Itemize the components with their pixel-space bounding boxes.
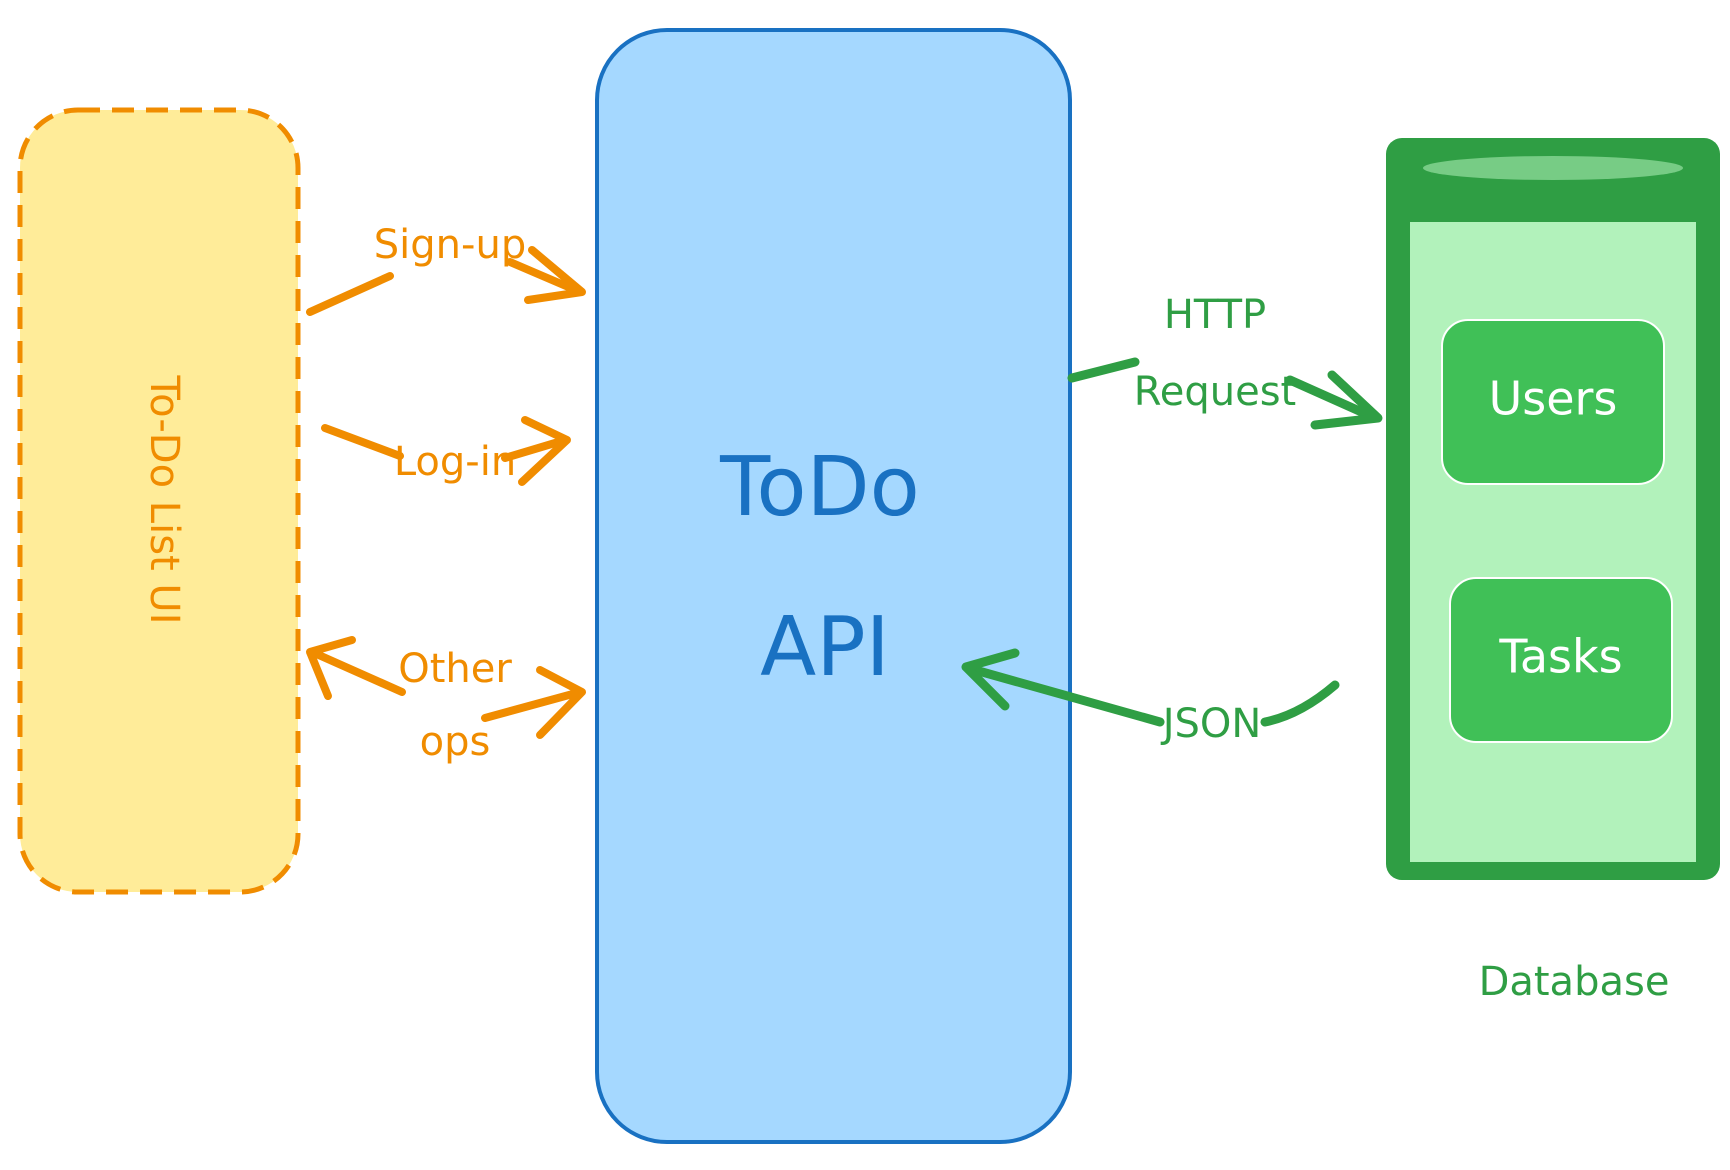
json-label: JSON: [1160, 701, 1262, 747]
otherops-arrow: [306, 636, 586, 739]
database-inner: [1410, 222, 1696, 862]
database-table-users-label: Users: [1489, 372, 1618, 426]
database-top-rim: [1423, 156, 1683, 180]
http-request-arrow: [1067, 357, 1383, 430]
api-box-title-line2: API: [760, 600, 890, 695]
login-arrow-shaft-left: [321, 424, 404, 460]
signup-arrowhead: [524, 246, 586, 304]
signup-arrow-shaft-left: [306, 272, 394, 316]
json-arrow-shaft-left: [963, 663, 1165, 727]
login-arrowhead: [518, 416, 571, 486]
json-arrowhead: [961, 648, 1020, 711]
otherops-arrowhead-left: [306, 636, 356, 700]
ui-box-shape: [17, 107, 301, 895]
http-request-arrow-shaft-left: [1067, 357, 1140, 383]
api-box: ToDo API: [595, 28, 1072, 1144]
http-request-arrow-shaft-right: [1285, 375, 1380, 423]
ui-box-label: To-Do List UI: [141, 375, 187, 625]
database-table-tasks: [1449, 577, 1673, 743]
database: Users Tasks Database: [1386, 138, 1720, 1005]
signup-arrow: [306, 246, 586, 316]
signup-label: Sign-up: [374, 222, 526, 268]
ui-box: To-Do List UI: [17, 107, 301, 895]
otherops-arrowhead-right: [536, 666, 586, 739]
http-request-label-line1: HTTP: [1164, 292, 1266, 338]
otherops-label-line1: Other: [398, 646, 512, 692]
login-arrow: [321, 416, 571, 486]
api-box-shape: [595, 28, 1072, 1144]
database-caption: Database: [1479, 959, 1670, 1005]
database-table-tasks-label: Tasks: [1498, 630, 1622, 684]
http-request-label-line2: Request: [1134, 369, 1296, 415]
json-arrow: [961, 648, 1340, 727]
login-label: Log-in: [394, 439, 516, 485]
otherops-label-line2: ops: [420, 719, 491, 765]
otherops-arrow-shaft-right: [481, 688, 584, 722]
otherops-arrow-shaft-left: [308, 648, 406, 696]
login-arrow-shaft-right: [501, 436, 569, 462]
json-arrow-shaft-right: [1260, 680, 1340, 727]
signup-arrow-shaft-right: [506, 258, 584, 296]
http-request-arrowhead: [1310, 370, 1383, 430]
database-table-users: [1441, 319, 1665, 485]
api-box-title-line1: ToDo: [719, 440, 920, 535]
